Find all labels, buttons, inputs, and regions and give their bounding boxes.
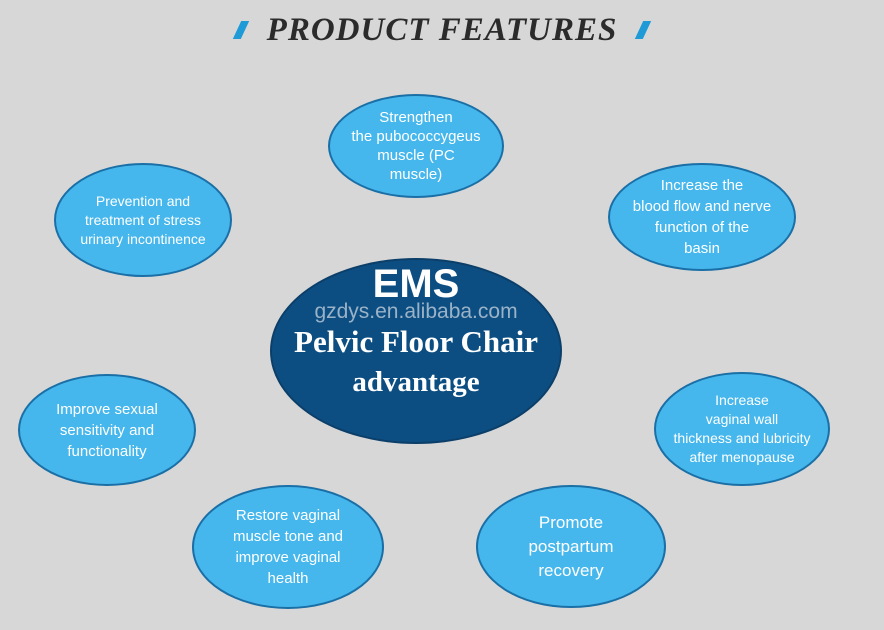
center-title-line1: Pelvic Floor Chair (294, 324, 538, 359)
title-row: PRODUCT FEATURES (0, 8, 884, 52)
left-slash-icon (232, 21, 249, 39)
feature-text: Strengthen the pubococcygeus muscle (PC … (351, 109, 481, 183)
watermark: gzdys.en.alibaba.com (314, 300, 518, 323)
feature-text: Increase the blood flow and nerve functi… (632, 177, 772, 257)
feature-text: Prevention and treatment of stress urina… (80, 192, 206, 247)
feature-bubble-sexual-sensitivity: Improve sexual sensitivity and functiona… (18, 374, 196, 486)
center-title-line2: advantage (352, 366, 480, 398)
feature-bubble-pc-muscle: Strengthen the pubococcygeus muscle (PC … (328, 94, 504, 198)
page-title: PRODUCT FEATURES (266, 11, 618, 48)
feature-text: Restore vaginal muscle tone and improve … (232, 507, 344, 587)
right-slash-icon (635, 21, 652, 39)
feature-bubble-incontinence: Prevention and treatment of stress urina… (54, 163, 232, 277)
feature-bubble-postpartum: Promote postpartum recovery (476, 485, 666, 608)
center-ems-label: EMS (372, 262, 460, 306)
feature-text: Promote postpartum recovery (528, 512, 614, 580)
feature-text: Increase vaginal wall thickness and lubr… (673, 392, 811, 465)
feature-bubble-muscle-tone: Restore vaginal muscle tone and improve … (192, 485, 384, 609)
feature-bubble-vaginal-wall: Increase vaginal wall thickness and lubr… (654, 372, 830, 486)
feature-text: Improve sexual sensitivity and functiona… (56, 400, 158, 460)
center-ellipse (270, 258, 562, 444)
feature-bubble-blood-flow: Increase the blood flow and nerve functi… (608, 163, 796, 271)
